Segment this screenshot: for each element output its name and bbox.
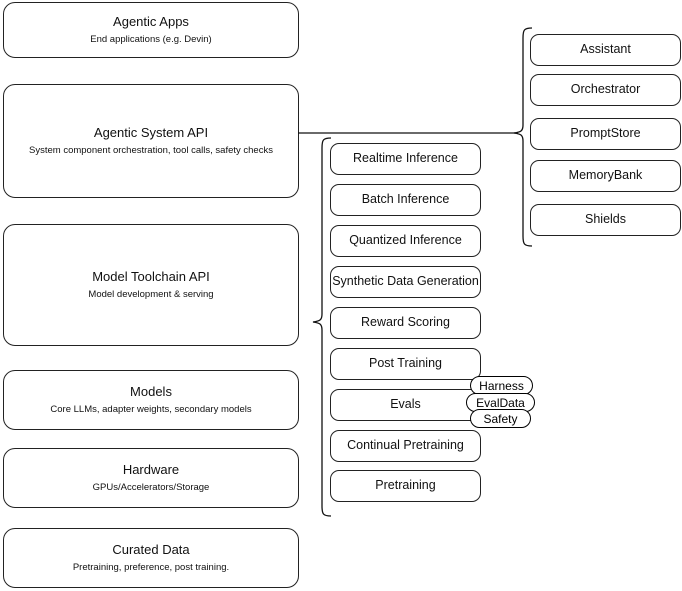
toolchain-item-post-training[interactable]: Post Training (330, 348, 481, 380)
toolchain-item-label: Reward Scoring (361, 315, 450, 330)
toolchain-item-label: Batch Inference (361, 192, 450, 207)
toolchain-item-label: Continual Pretraining (347, 438, 464, 453)
layer-card-agentic-apps[interactable]: Agentic Apps End applications (e.g. Devi… (3, 2, 299, 58)
layer-title: Models (130, 383, 172, 399)
layer-card-agentic-system-api[interactable]: Agentic System API System component orch… (3, 84, 299, 198)
eval-tag-label: EvalData (476, 395, 525, 410)
toolchain-item-label: Post Training (369, 356, 442, 371)
toolchain-item-label: Pretraining (375, 478, 436, 493)
toolchain-item-pretraining[interactable]: Pretraining (330, 470, 481, 502)
agentic-system-item-shields[interactable]: Shields (530, 204, 681, 236)
eval-tag-label: Harness (479, 378, 524, 393)
layer-card-models[interactable]: Models Core LLMs, adapter weights, secon… (3, 370, 299, 430)
agentic-system-item-memorybank[interactable]: MemoryBank (530, 160, 681, 192)
layer-subtitle: Pretraining, preference, post training. (72, 562, 230, 574)
layer-title: Agentic Apps (113, 13, 189, 29)
eval-tag-label: Safety (483, 411, 518, 426)
layer-subtitle: GPUs/Accelerators/Storage (92, 482, 210, 494)
layer-title: Hardware (122, 461, 180, 477)
agentic-system-item-label: Assistant (580, 42, 631, 57)
toolchain-item-label: Synthetic Data Generation (332, 274, 479, 289)
agentic-system-item-label: Shields (585, 212, 626, 227)
toolchain-item-label: Realtime Inference (353, 151, 458, 166)
agentic-system-item-promptstore[interactable]: PromptStore (530, 118, 681, 150)
layer-card-curated-data[interactable]: Curated Data Pretraining, preference, po… (3, 528, 299, 588)
layer-subtitle: End applications (e.g. Devin) (90, 34, 212, 46)
toolchain-item-label: Evals (390, 397, 421, 412)
eval-tag-safety[interactable]: Safety (470, 409, 531, 428)
agentic-system-item-label: Orchestrator (570, 82, 641, 97)
layer-card-model-toolchain-api[interactable]: Model Toolchain API Model development & … (3, 224, 299, 346)
agentic-system-item-orchestrator[interactable]: Orchestrator (530, 74, 681, 106)
toolchain-item-quantized-inference[interactable]: Quantized Inference (330, 225, 481, 257)
layer-title: Agentic System API (93, 124, 209, 140)
toolchain-item-batch-inference[interactable]: Batch Inference (330, 184, 481, 216)
toolchain-item-reward-scoring[interactable]: Reward Scoring (330, 307, 481, 339)
toolchain-item-continual-pretraining[interactable]: Continual Pretraining (330, 430, 481, 462)
agentic-system-item-label: MemoryBank (568, 168, 643, 183)
toolchain-item-evals[interactable]: Evals (330, 389, 481, 421)
layer-title: Model Toolchain API (92, 268, 210, 284)
toolchain-item-realtime-inference[interactable]: Realtime Inference (330, 143, 481, 175)
layer-card-hardware[interactable]: Hardware GPUs/Accelerators/Storage (3, 448, 299, 508)
toolchain-item-label: Quantized Inference (349, 233, 462, 248)
layer-subtitle: Model development & serving (88, 289, 214, 301)
layer-subtitle: System component orchestration, tool cal… (29, 145, 273, 157)
agentic-system-item-assistant[interactable]: Assistant (530, 34, 681, 66)
toolchain-item-synthetic-data-generation[interactable]: Synthetic Data Generation (330, 266, 481, 298)
layer-title: Curated Data (112, 541, 190, 557)
agentic-system-item-label: PromptStore (570, 126, 641, 141)
layer-subtitle: Core LLMs, adapter weights, secondary mo… (50, 404, 252, 416)
